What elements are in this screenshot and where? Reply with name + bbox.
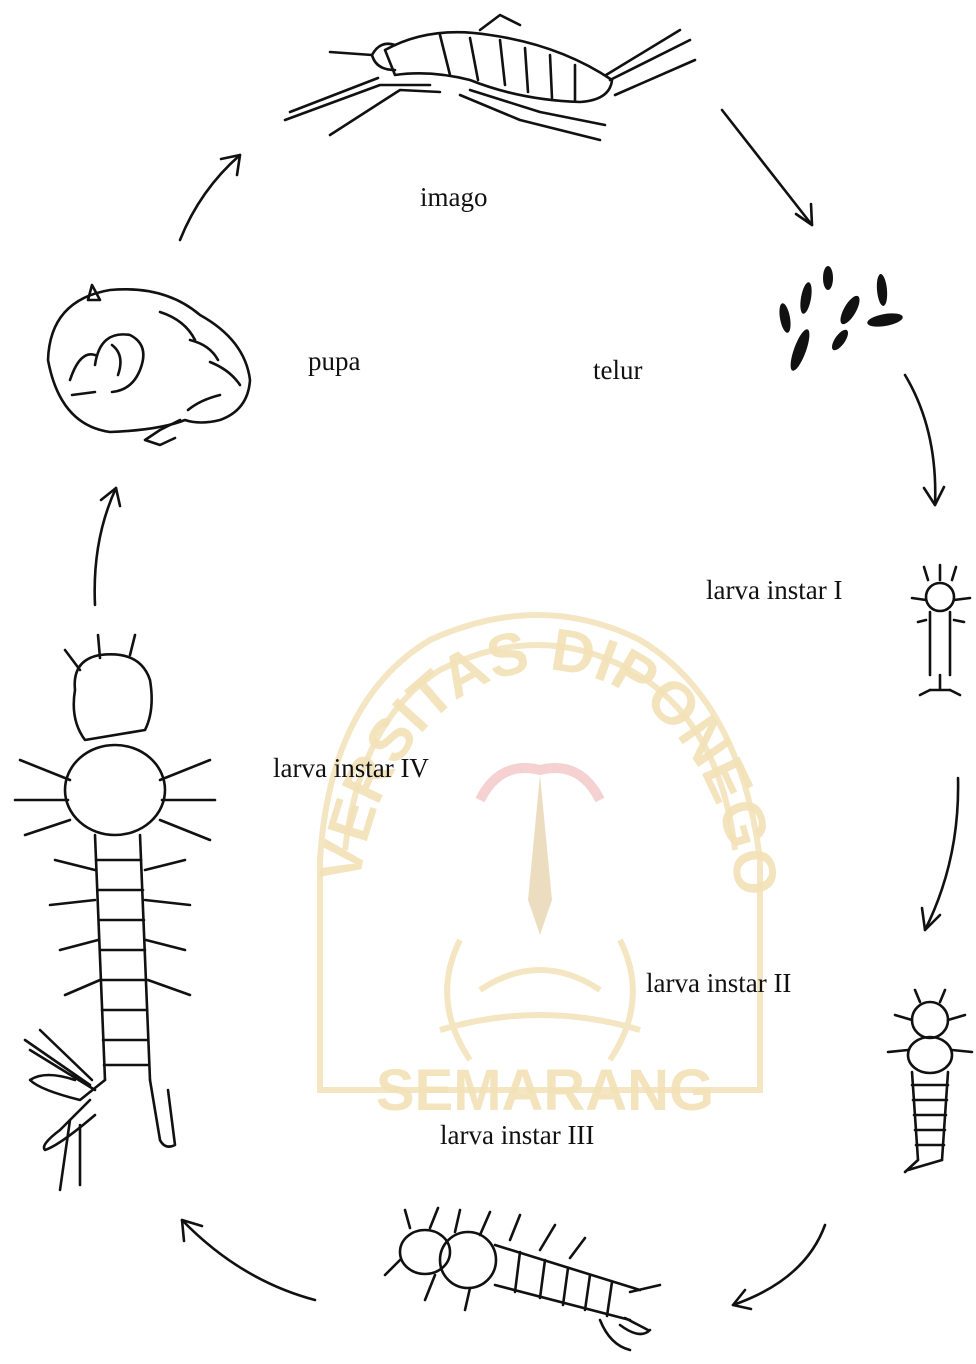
label-larva-instar-3: larva instar III <box>440 1122 594 1149</box>
arrow-telur-to-larva-1 <box>905 375 944 505</box>
larva-instar-2-drawing <box>888 990 972 1172</box>
label-telur: telur <box>593 357 642 384</box>
larva-instar-1-drawing <box>912 565 970 695</box>
arrow-larva-3-to-larva-4 <box>182 1220 315 1300</box>
label-larva-instar-1: larva instar I <box>706 577 842 604</box>
telur-drawing <box>777 266 903 373</box>
arrow-pupa-to-imago <box>180 155 240 240</box>
larva-instar-3-drawing <box>385 1208 660 1350</box>
arrow-larva-1-to-larva-2 <box>922 778 958 930</box>
label-larva-instar-2: larva instar II <box>646 970 791 997</box>
imago-drawing <box>285 15 695 140</box>
larva-instar-4-drawing <box>15 635 215 1190</box>
arrow-imago-to-telur <box>722 110 812 225</box>
pupa-drawing <box>48 285 250 445</box>
arrow-larva-4-to-pupa <box>95 488 120 605</box>
label-pupa: pupa <box>308 348 360 375</box>
label-imago: imago <box>420 184 488 211</box>
arrow-larva-2-to-larva-3 <box>733 1225 825 1309</box>
label-larva-instar-4: larva instar IV <box>273 755 429 782</box>
